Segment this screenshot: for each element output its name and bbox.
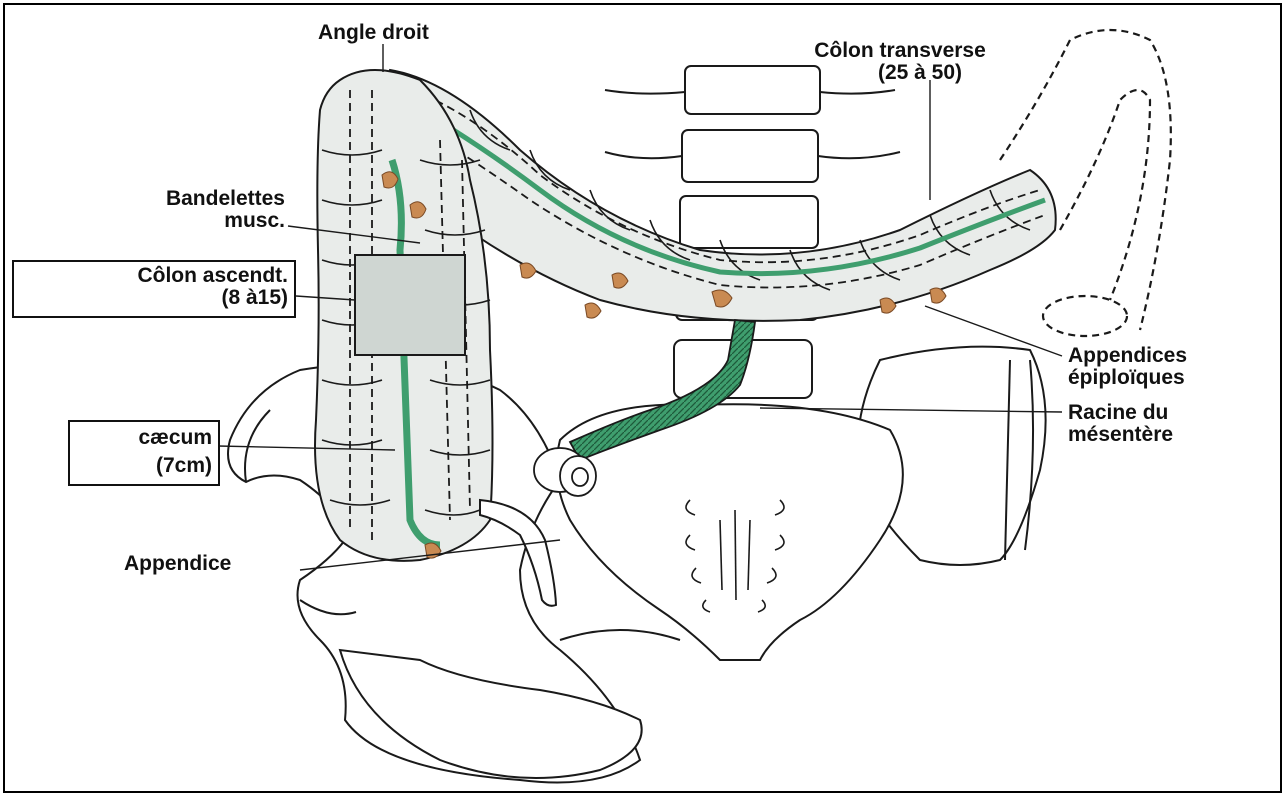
label-appendices-epiploiques: Appendices épiploïques [1068,345,1187,389]
label-colon-ascendant: Côlon ascendt. (8 à15) [12,260,296,318]
label-bandelettes-line2: musc. [95,210,285,232]
label-colon-transverse: Côlon transverse (25 à 50) [750,40,1050,84]
label-racine-line2: mésentère [1068,424,1173,446]
label-colon-transverse-line2: (25 à 50) [750,62,1050,84]
label-appendices-line2: épiploïques [1068,367,1187,389]
label-racine-line1: Racine du [1068,402,1173,424]
label-angle-droit: Angle droit [318,22,429,44]
vertebra [680,196,818,248]
label-appendices-line1: Appendices [1068,345,1187,367]
label-colon-transverse-line1: Côlon transverse [750,40,1050,62]
label-colon-ascendant-line2: (8 à15) [20,287,288,309]
label-caecum: cæcum (7cm) [68,420,220,486]
band-window [355,255,465,355]
label-appendice: Appendice [124,553,231,575]
label-colon-ascendant-line1: Côlon ascendt. [20,265,288,287]
label-bandelettes: Bandelettes musc. [95,188,285,232]
label-racine-mesentere: Racine du mésentère [1068,402,1173,446]
label-caecum-line2: (7cm) [76,449,212,477]
label-bandelettes-line1: Bandelettes [95,188,285,210]
label-caecum-line1: cæcum [76,425,212,449]
vertebra [682,130,818,182]
